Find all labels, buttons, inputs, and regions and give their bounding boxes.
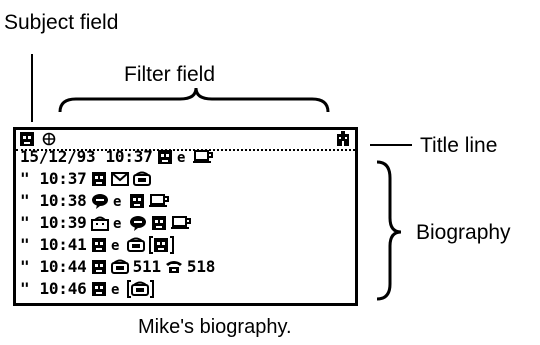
face-icon <box>151 215 167 231</box>
entry-time: 10:44 <box>39 257 87 276</box>
figure-caption: Mike's biography. <box>138 316 292 338</box>
entry-time: 10:39 <box>39 213 87 232</box>
entry-time: 10:37 <box>39 169 87 188</box>
ditto-mark: " <box>20 235 30 254</box>
svg-text:e: e <box>111 282 119 296</box>
subject-field-label: Subject field <box>4 11 119 34</box>
ditto-mark: " <box>20 191 30 210</box>
biography-entry: " 10:37 <box>20 169 151 188</box>
face-icon <box>91 259 107 275</box>
coffee-icon <box>192 149 215 164</box>
biography-entry: " 10:39 e <box>20 213 193 232</box>
biography-entry: " 10:46 e <box>20 279 155 298</box>
ditto-mark: " <box>20 169 30 188</box>
at-icon: e <box>177 150 189 164</box>
at-icon: e <box>111 282 123 296</box>
coffee-icon <box>170 215 193 230</box>
entry-time: 10:38 <box>39 191 87 210</box>
phone-icon <box>126 237 145 252</box>
entry-date: 15/12/93 <box>20 147 96 166</box>
at-icon: e <box>113 216 125 230</box>
device-screen: 15/12/93 10:37 e " 10:37 " 10:38 e " 10:… <box>13 127 358 306</box>
ditto-mark: " <box>20 257 30 276</box>
entry-time: 10:37 <box>105 147 153 166</box>
biography-entry-first: 15/12/93 10:37 e <box>20 147 215 166</box>
speech-bubble-icon <box>91 193 109 209</box>
svg-text:e: e <box>113 194 121 208</box>
title-line-label: Title line <box>420 134 498 157</box>
telephone-icon <box>165 259 183 274</box>
phone-number-1: 511 <box>132 257 162 276</box>
ditto-mark: " <box>20 213 30 232</box>
phone-icon <box>132 171 151 186</box>
svg-text:e: e <box>177 150 185 164</box>
building-icon <box>335 130 351 147</box>
fax-icon <box>90 215 109 231</box>
phone-icon <box>110 259 129 274</box>
face-icon <box>91 171 107 187</box>
envelope-icon <box>110 171 129 186</box>
entry-time: 10:41 <box>39 235 87 254</box>
face-icon <box>91 237 107 253</box>
biography-entry: " 10:41 e <box>20 235 175 254</box>
filter-field-label: Filter field <box>124 63 216 86</box>
title-line <box>16 130 355 151</box>
phone-number-2: 518 <box>186 257 216 276</box>
face-icon <box>19 131 35 147</box>
biography-entry: " 10:38 e <box>20 191 171 210</box>
face-icon <box>91 281 107 297</box>
bracket-phone-icon <box>126 279 155 298</box>
at-icon: e <box>113 194 125 208</box>
svg-text:e: e <box>113 216 121 230</box>
at-icon: e <box>111 238 123 252</box>
biography-brace <box>376 160 402 301</box>
globe-icon <box>42 132 56 146</box>
face-icon <box>129 193 145 209</box>
filter-brace <box>58 87 330 113</box>
ditto-mark: " <box>20 279 30 298</box>
bracket-face-icon <box>148 235 175 254</box>
biography-entry: " 10:44 511 518 <box>20 257 215 276</box>
speech-bubble-icon <box>129 215 147 231</box>
face-icon <box>157 149 173 165</box>
svg-text:e: e <box>111 238 119 252</box>
entry-time: 10:46 <box>39 279 87 298</box>
coffee-icon <box>148 193 171 208</box>
biography-label: Biography <box>416 221 511 244</box>
